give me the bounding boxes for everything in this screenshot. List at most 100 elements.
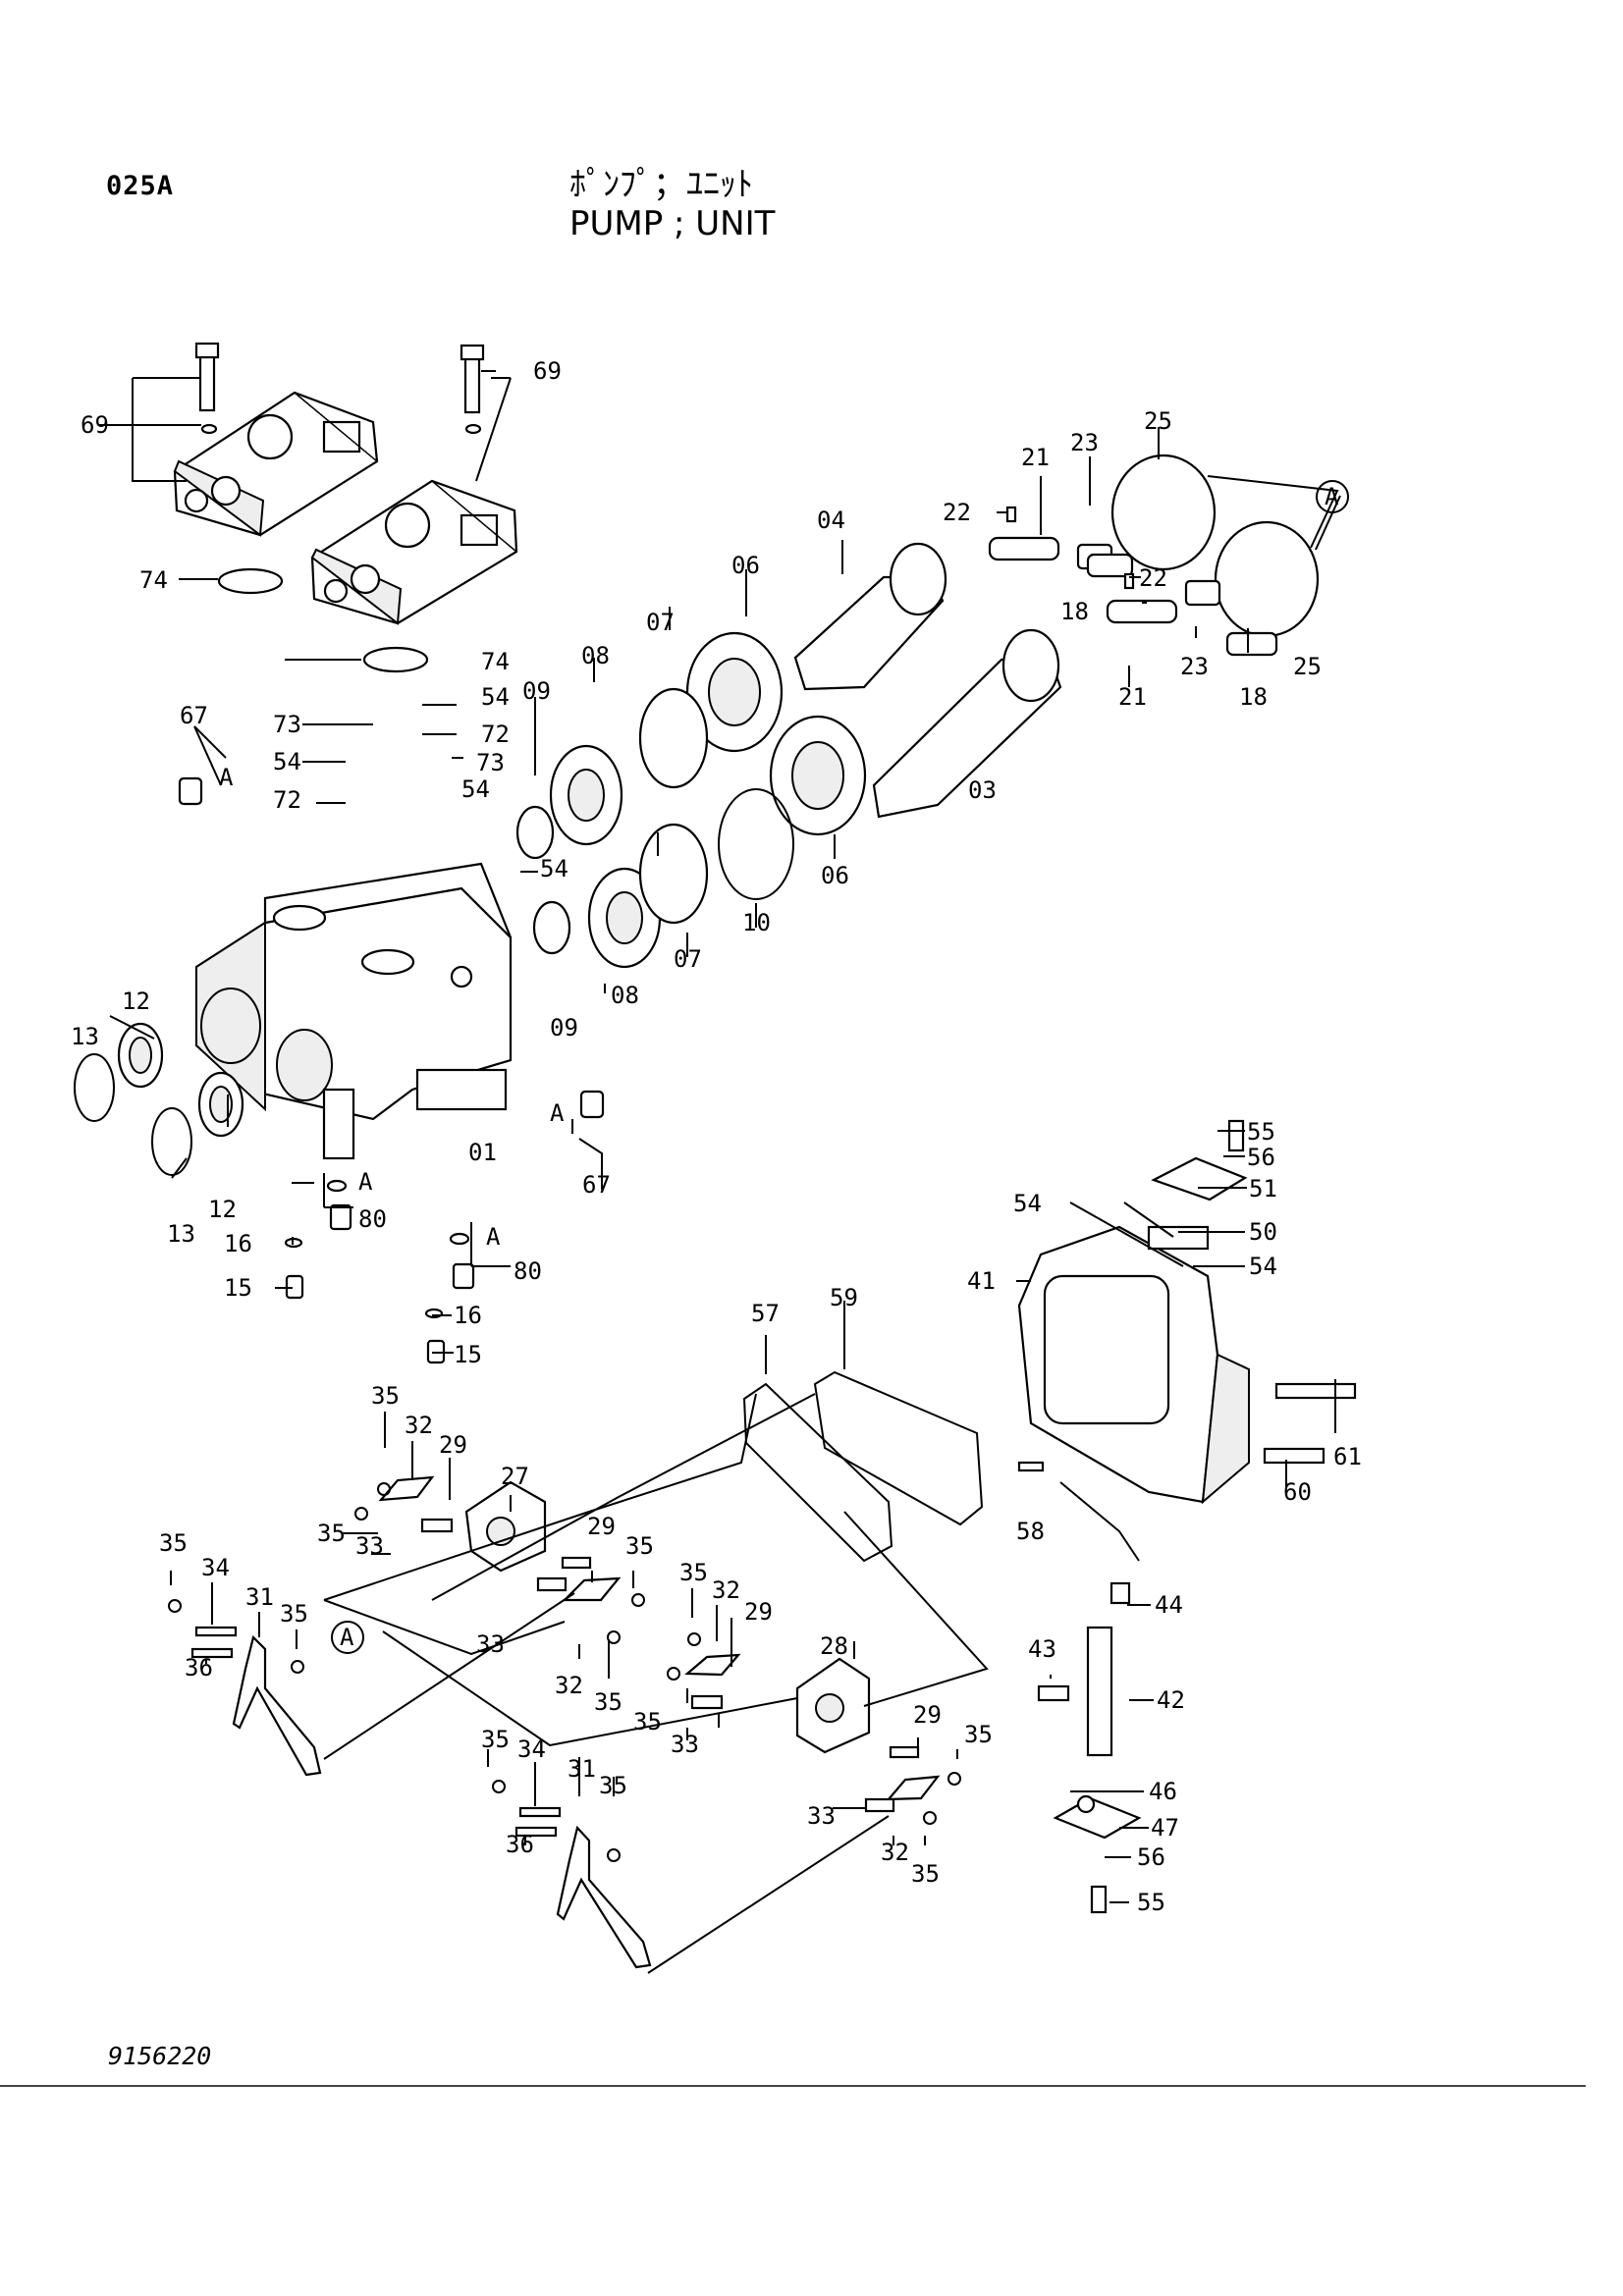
callout-label: 35	[911, 1860, 940, 1888]
callout-label: 09	[522, 677, 551, 705]
section-marker: A	[550, 1099, 565, 1127]
callout-label: 42	[1157, 1686, 1185, 1714]
callout-label: 32	[405, 1412, 433, 1439]
callout-label: 09	[550, 1014, 578, 1041]
callout-label: 54	[1013, 1190, 1042, 1217]
oil-seals-and-snap-rings	[74, 1022, 244, 1176]
callout-label: 35	[599, 1772, 627, 1799]
callout-label: 07	[646, 609, 675, 636]
callout-label: 27	[501, 1463, 529, 1490]
callout-label: 32	[555, 1672, 583, 1699]
callout-label: 34	[517, 1735, 546, 1763]
servo-piston-27	[464, 1480, 547, 1573]
callout-label: 23	[1180, 653, 1209, 680]
callout-label: 08	[611, 982, 639, 1009]
callout-label: 51	[1249, 1175, 1277, 1202]
callout-label: 18	[1239, 683, 1268, 711]
levers-and-pins	[354, 1475, 961, 1825]
section-marker-circle	[1316, 480, 1349, 513]
callout-labels: 69 69 74 74 67 67 73 73 54 54 54 54 72 7…	[71, 357, 1362, 1916]
callout-label: 60	[1283, 1478, 1312, 1506]
page-title-japanese: ﾎﾟﾝﾌﾟ；ﾕﾆｯﾄ	[569, 165, 753, 204]
callout-label: 35	[280, 1600, 308, 1628]
callout-label: 46	[1149, 1778, 1177, 1805]
callout-label: 23	[1070, 429, 1099, 456]
page-title-english: PUMP ; UNIT	[569, 204, 776, 243]
callout-label: 74	[481, 648, 510, 675]
section-marker-circle	[331, 1621, 364, 1654]
callout-label: 80	[514, 1257, 542, 1285]
section-marker: A	[219, 764, 234, 791]
callout-label: 29	[744, 1598, 773, 1626]
callout-label: 08	[581, 642, 610, 669]
callout-label: 04	[817, 507, 845, 534]
callout-label: 29	[439, 1431, 467, 1459]
callout-label: 73	[476, 749, 505, 776]
callout-label: 22	[1139, 564, 1167, 592]
regulator-valve-right	[310, 479, 518, 625]
callout-label: 73	[273, 711, 301, 738]
callout-label: 67	[582, 1171, 611, 1199]
tilting-forks-31	[168, 1599, 652, 1969]
section-marker: A	[486, 1223, 501, 1251]
callout-label: 69	[533, 357, 562, 385]
callout-label: 47	[1151, 1814, 1179, 1842]
bearings	[515, 631, 867, 969]
callout-label: 03	[968, 776, 997, 804]
callout-label: 31	[245, 1583, 274, 1611]
callout-label: 18	[1060, 598, 1089, 625]
callout-label: 57	[751, 1300, 780, 1327]
callout-label: 32	[881, 1839, 909, 1866]
section-markers: A A A A A A A	[219, 480, 1349, 1654]
page-code: 025A	[106, 171, 175, 201]
callout-label: 12	[122, 988, 150, 1015]
callout-label: 59	[830, 1284, 858, 1311]
callout-label: 54	[540, 855, 568, 882]
callout-label: 06	[821, 862, 849, 889]
pump-casing-01	[194, 862, 513, 1160]
callout-label: 35	[679, 1559, 708, 1586]
callout-label: 80	[358, 1205, 387, 1233]
callout-label: 21	[1118, 683, 1147, 711]
callout-label: 61	[1333, 1443, 1362, 1470]
callout-label: 43	[1028, 1635, 1056, 1663]
callout-label: 72	[481, 721, 510, 748]
callout-label: 35	[594, 1688, 622, 1716]
callout-label: 35	[159, 1529, 188, 1557]
callout-label: 33	[355, 1532, 384, 1560]
callout-label: 56	[1247, 1144, 1275, 1171]
callout-label: 10	[742, 909, 771, 936]
callout-label: 31	[568, 1755, 596, 1783]
callout-label: 25	[1293, 653, 1322, 680]
drawing-number: 9156220	[108, 2042, 212, 2070]
callout-label: 72	[273, 786, 301, 814]
callout-label: 33	[476, 1630, 505, 1658]
callout-label: 15	[224, 1274, 252, 1302]
regulator-valve-left	[173, 391, 379, 537]
sleeve-42	[1037, 1581, 1131, 1757]
callout-label: 35	[481, 1726, 510, 1753]
pistons-and-springs	[988, 506, 1278, 657]
callout-label: 21	[1021, 444, 1050, 471]
callout-label: 56	[1137, 1843, 1165, 1871]
callout-label: 41	[967, 1267, 996, 1295]
callout-label: 54	[461, 775, 490, 803]
callout-label: 74	[139, 566, 168, 594]
callout-label: 58	[1016, 1518, 1045, 1545]
callout-label: 33	[671, 1731, 699, 1758]
callout-label: 35	[633, 1708, 662, 1735]
callout-label: 67	[180, 702, 208, 729]
callout-label: 44	[1155, 1591, 1183, 1619]
callout-label: 54	[1249, 1253, 1277, 1280]
callout-label: 55	[1137, 1889, 1165, 1916]
callout-label: 22	[943, 499, 971, 526]
callout-label: 01	[468, 1139, 497, 1166]
callout-label: 69	[81, 411, 109, 439]
callout-label: 29	[913, 1701, 942, 1729]
servo-piston-28	[795, 1657, 871, 1754]
callout-label: 55	[1247, 1118, 1275, 1146]
callout-label: 29	[587, 1513, 616, 1540]
callout-label: 16	[454, 1302, 482, 1329]
callout-label: 34	[201, 1554, 230, 1581]
